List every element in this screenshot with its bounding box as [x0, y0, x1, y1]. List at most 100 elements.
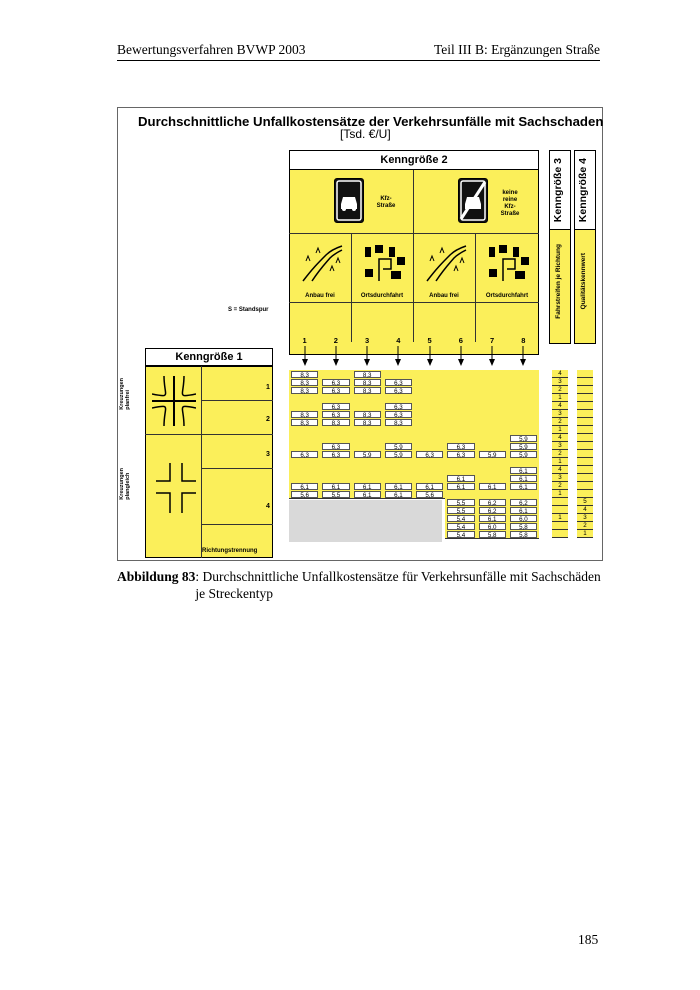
column-number: 6	[458, 336, 463, 345]
kg3-cell	[552, 498, 568, 506]
table-cell: 6,3	[322, 450, 350, 459]
table-cell: 6,1	[509, 466, 537, 475]
down-arrow-icon	[457, 346, 464, 371]
table-cell: 6,3	[291, 450, 319, 459]
town-road-icon-2	[485, 243, 531, 283]
kg4-cell	[577, 434, 593, 442]
table-cell: 8,3	[291, 378, 319, 387]
table-cell: 6,1	[291, 482, 319, 491]
kg4-cell	[577, 386, 593, 394]
kg4-cell	[577, 394, 593, 402]
ortsdurchfahrt-1: Ortsdurchfahrt	[360, 293, 404, 299]
table-cell: 6,1	[353, 490, 381, 499]
kg3-cell: 1	[552, 490, 568, 498]
table-cell: 6,3	[447, 450, 475, 459]
table-cell: 6,3	[322, 402, 350, 411]
kg4-cell	[577, 426, 593, 434]
table-cell: 5,8	[509, 530, 537, 539]
table-cell: 6,3	[384, 386, 412, 395]
kg3-cell: 2	[552, 418, 568, 426]
table-cell: 5,9	[509, 442, 537, 451]
kg3-cell: 4	[552, 434, 568, 442]
table-cell: 5,6	[291, 490, 319, 499]
non-kfz-sign-icon	[458, 178, 488, 223]
kg3-cell: 2	[552, 386, 568, 394]
kg4-cell	[577, 474, 593, 482]
table-cell: 6,3	[322, 442, 350, 451]
table-cell: 8,3	[291, 370, 319, 379]
table-cell: 6,3	[447, 442, 475, 451]
table-cell: 8,3	[291, 418, 319, 427]
table-cell: 5,4	[447, 514, 475, 523]
kg3-cell: 3	[552, 474, 568, 482]
kg4-label: Kenngröße 4	[577, 158, 589, 223]
page-number: 185	[578, 932, 599, 947]
column-number: 4	[396, 336, 401, 345]
header-left: Bewertungsverfahren BVWP 2003	[117, 42, 306, 57]
table-cell: 5,4	[447, 530, 475, 539]
table-cell: 6,1	[384, 490, 412, 499]
kg4-cell: 5	[577, 498, 593, 506]
rural-road-icon	[298, 243, 344, 283]
table-cell: 5,9	[384, 442, 412, 451]
kg1-row-number: 2	[266, 416, 270, 423]
table-cell: 6,2	[478, 498, 506, 507]
kg3-cell: 1	[552, 426, 568, 434]
kg2-label: Kenngröße 2	[289, 150, 539, 170]
kg4-cell: 2	[577, 522, 593, 530]
kg3-cell: 1	[552, 394, 568, 402]
down-arrow-icon	[332, 346, 339, 371]
figure-unit: [Tsd. €/U]	[340, 127, 391, 141]
table-cell: 6,1	[447, 474, 475, 483]
kg2-panel	[289, 150, 539, 355]
kg3-cell: 4	[552, 402, 568, 410]
kg1-row-number: 4	[266, 503, 270, 510]
kg4-cell	[577, 442, 593, 450]
table-cell: 8,3	[353, 418, 381, 427]
qualitaet-label: Qualitätskennwert	[580, 253, 587, 310]
table-cell: 8,3	[353, 370, 381, 379]
kg3-cell: 1	[552, 514, 568, 522]
kg4-cell	[577, 482, 593, 490]
table-cell: 6,1	[322, 482, 350, 491]
kg3-cell: 1	[552, 458, 568, 466]
kg1-row-number: 1	[266, 384, 270, 391]
table-cell: 5,9	[509, 434, 537, 443]
table-cell: 8,3	[291, 410, 319, 419]
kg1-panel	[145, 366, 273, 558]
figure-caption: Abbildung 83 : Durchschnittliche Unfallk…	[117, 568, 607, 602]
table-cell: 6,1	[509, 482, 537, 491]
caption-text: : Durchschnittliche Unfallkostensätze fü…	[195, 569, 601, 601]
richtungstrennung-label: Richtungstrennung	[202, 548, 258, 554]
table-cell: 6,3	[384, 410, 412, 419]
figure-title: Durchschnittliche Unfallkostensätze der …	[138, 114, 604, 129]
page-header: Bewertungsverfahren BVWP 2003 Teil III B…	[117, 40, 600, 61]
kg4-cell	[577, 458, 593, 466]
anbau-frei-2: Anbau frei	[429, 293, 459, 299]
table-cell: 6,3	[322, 386, 350, 395]
kg1-row-number: 3	[266, 451, 270, 458]
table-cell: 5,8	[509, 522, 537, 531]
column-number: 5	[427, 336, 432, 345]
table-cell: 5,6	[416, 490, 444, 499]
kg4-cell	[577, 466, 593, 474]
table-cell: 6,1	[478, 514, 506, 523]
kg3-cell: 4	[552, 466, 568, 474]
down-arrow-icon	[301, 346, 308, 371]
table-cell: 5,5	[322, 490, 350, 499]
table-cell: 6,1	[416, 482, 444, 491]
down-arrow-icon	[426, 346, 433, 371]
kg4-cell	[577, 490, 593, 498]
table-cell: 8,3	[353, 378, 381, 387]
table-cell: 6,1	[509, 506, 537, 515]
kg3-cell: 4	[552, 370, 568, 378]
table-cell: 5,8	[478, 530, 506, 539]
column-number: 3	[365, 336, 370, 345]
kg4-cell	[577, 418, 593, 426]
ortsdurchfahrt-2: Ortsdurchfahrt	[485, 293, 529, 299]
kg4-cell	[577, 402, 593, 410]
table-cell: 5,9	[509, 450, 537, 459]
column-number: 7	[490, 336, 495, 345]
table-cell: 6,2	[478, 506, 506, 515]
non-kfz-label: keine reine Kfz- Straße	[500, 190, 520, 217]
